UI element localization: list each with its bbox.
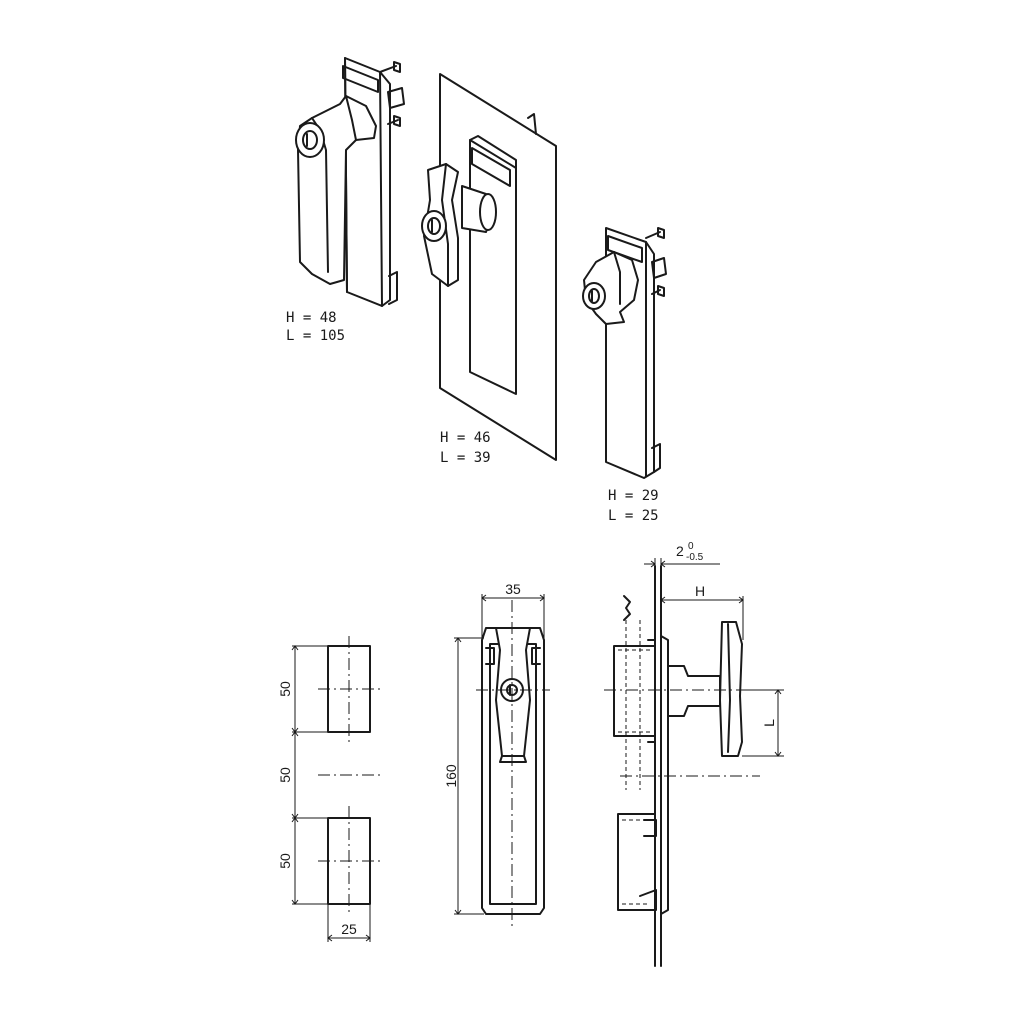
variant-1-h-label: H = 48 <box>286 310 337 326</box>
l-handle-lock-illustration <box>295 57 405 307</box>
front-length-dim: 160 <box>443 764 459 788</box>
compact-lock-illustration <box>582 227 667 479</box>
side-thickness-tol-upper: 0 <box>688 541 694 552</box>
cutout-height-bottom-dim: 50 <box>277 853 293 869</box>
front-width-dim: 35 <box>505 581 521 597</box>
variant-1-l-label: L = 105 <box>286 328 345 344</box>
variant-2-h-label: H = 46 <box>440 430 491 446</box>
side-thickness-dim: 2 <box>676 543 684 559</box>
side-h-dim: H <box>695 583 705 599</box>
side-l-dim: L <box>761 719 777 727</box>
side-view-drawing <box>604 558 784 967</box>
front-view-drawing <box>454 594 550 930</box>
cutout-spacing-dim: 50 <box>277 767 293 783</box>
panel-cutout-drawing <box>291 636 380 942</box>
variant-3-h-label: H = 29 <box>608 488 659 504</box>
cutout-width-dim: 25 <box>341 921 357 937</box>
variant-2-l-label: L = 39 <box>440 450 491 466</box>
t-handle-lock-illustration <box>421 73 557 461</box>
variant-3-l-label: L = 25 <box>608 508 659 524</box>
side-thickness-tol-lower: -0.5 <box>686 552 704 563</box>
cutout-height-top-dim: 50 <box>277 681 293 697</box>
